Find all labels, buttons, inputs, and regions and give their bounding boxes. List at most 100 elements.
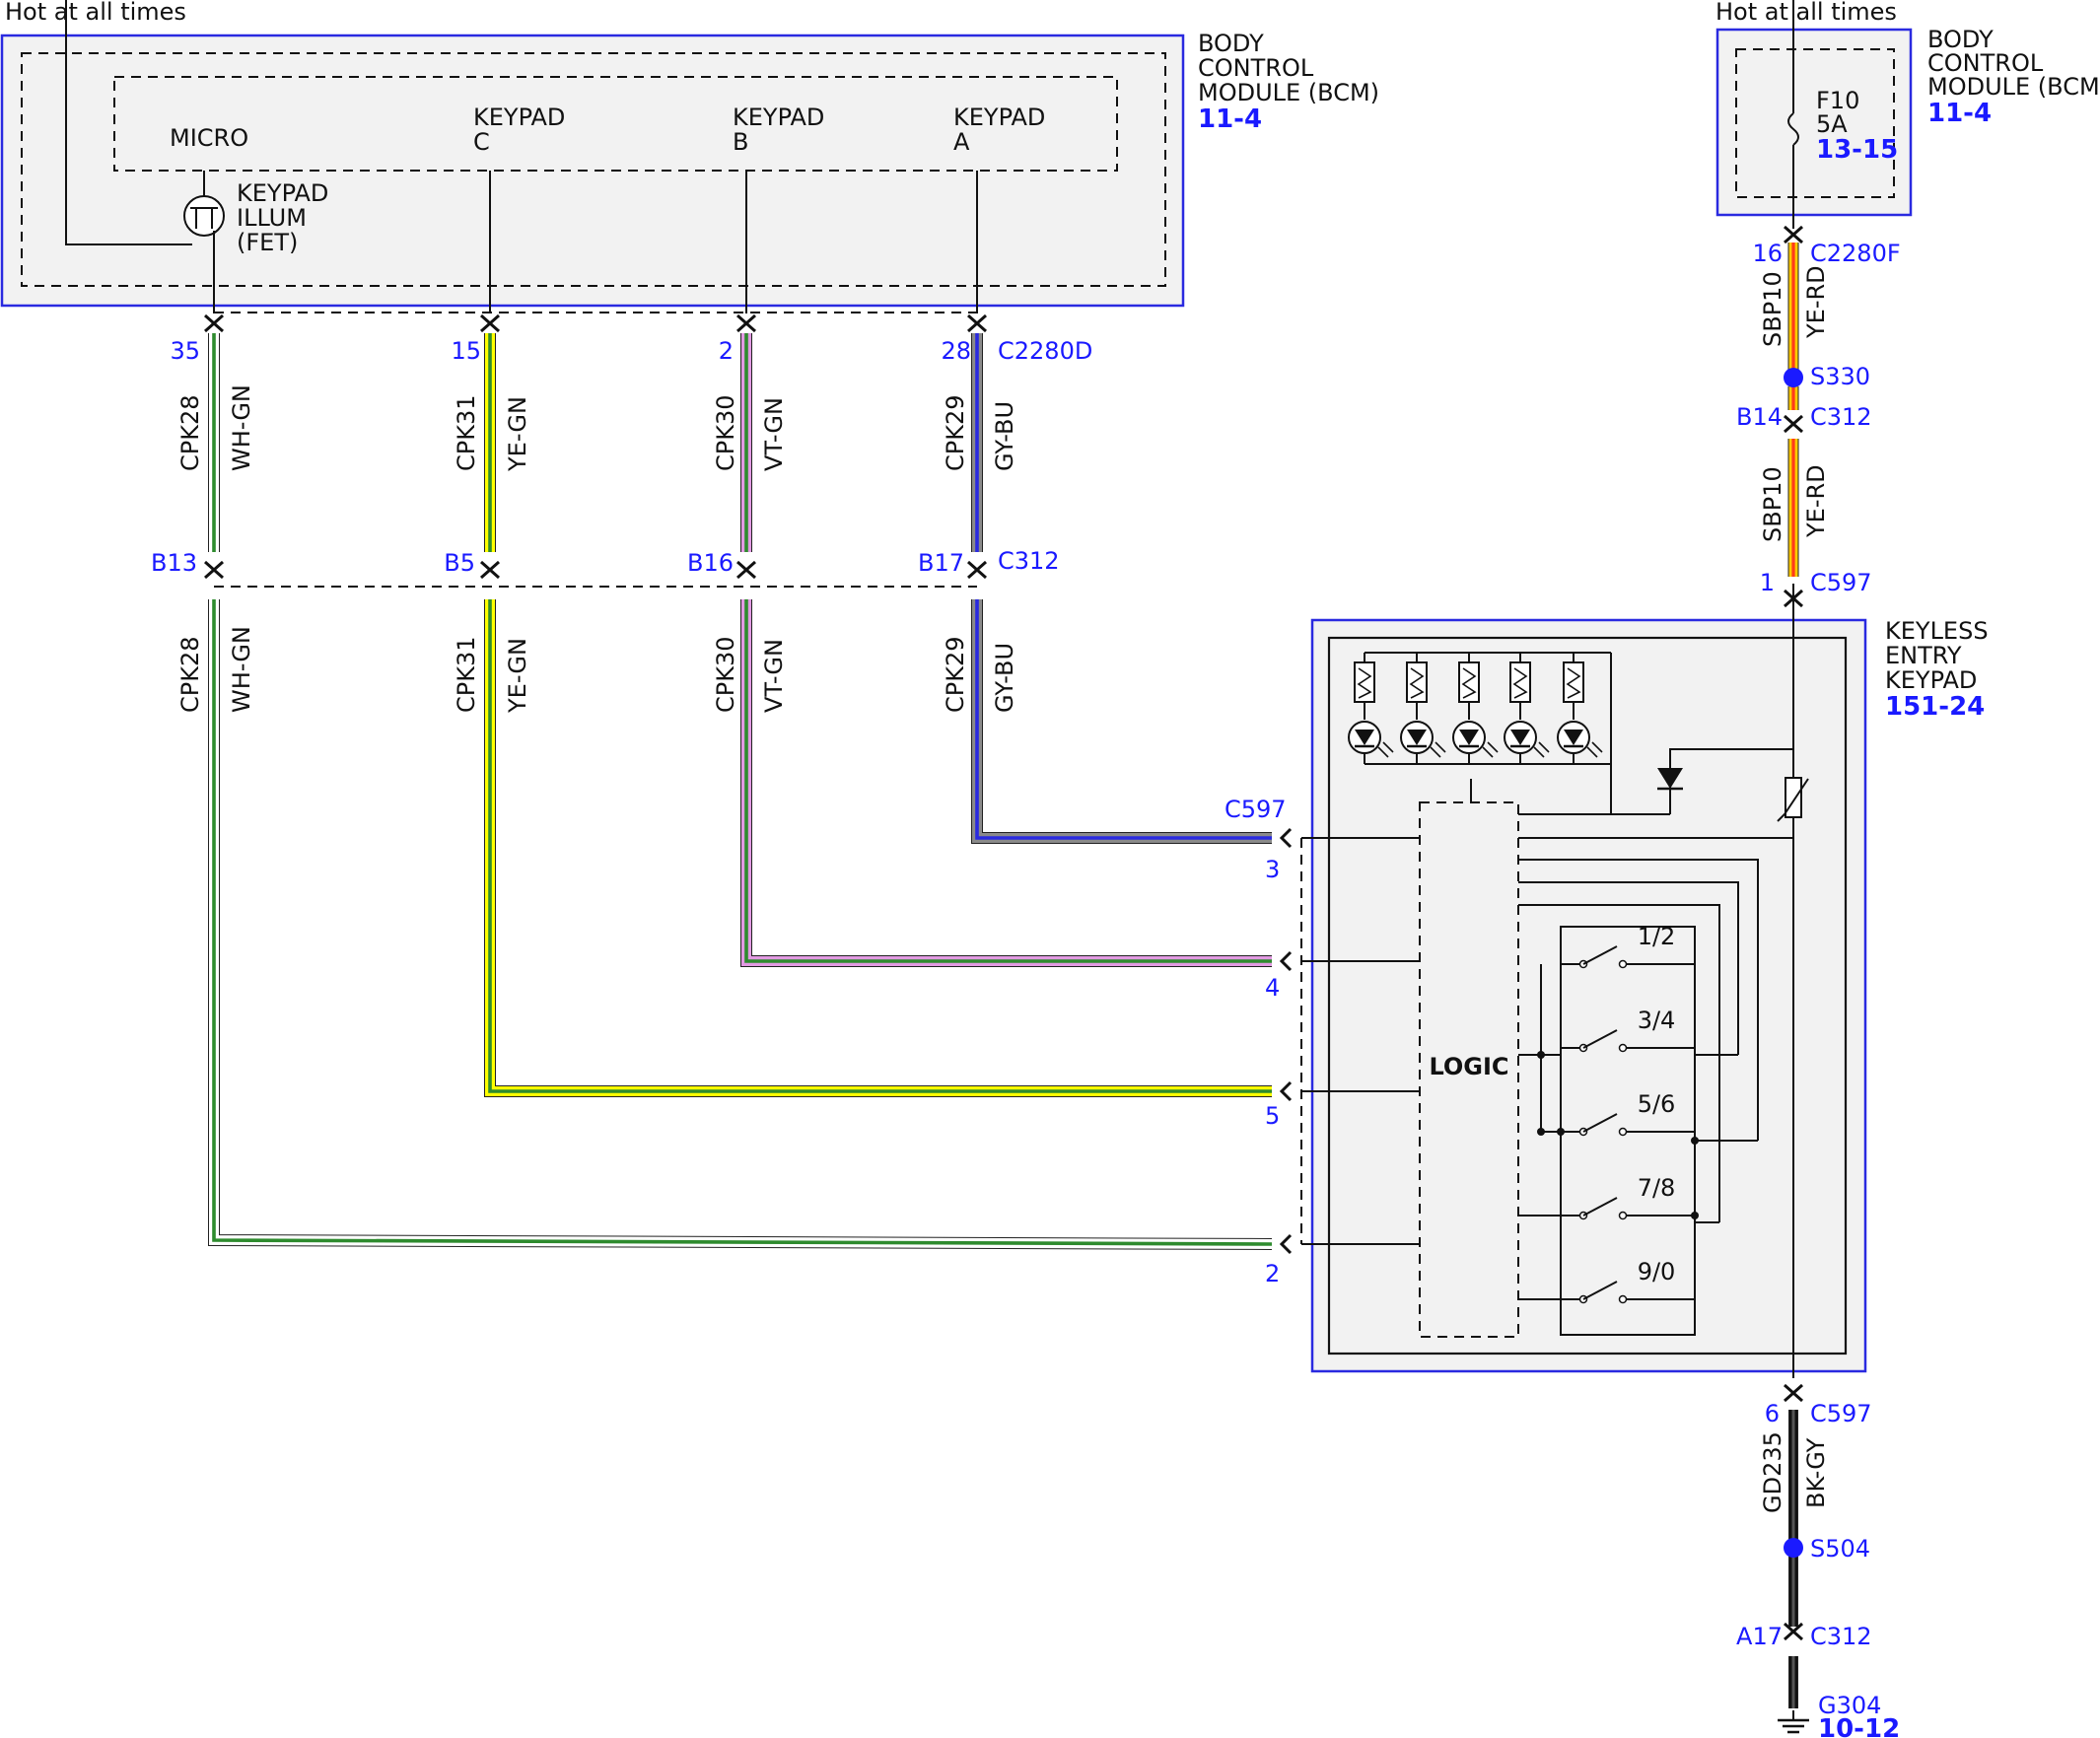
bcm-left-line1: BODY <box>1198 30 1264 57</box>
pin-b13: B13 <box>151 549 197 577</box>
resistor-icon <box>1563 661 1584 703</box>
pin-b17: B17 <box>918 549 964 577</box>
ground-icon <box>1778 1710 1809 1734</box>
splice-s504-dot <box>1784 1538 1803 1558</box>
connector-arrow-c312-a17 <box>1784 1622 1803 1641</box>
c2280f-pin-16: 16 <box>1752 240 1783 267</box>
resistor-icon <box>1509 661 1531 703</box>
fuse-name: F10 <box>1816 87 1859 114</box>
c597-pin-4: 4 <box>1265 974 1280 1002</box>
switch-label: 1/2 <box>1638 923 1676 950</box>
bcm-left-module <box>0 34 1185 308</box>
connector-arrow-c2280d-2 <box>736 313 756 333</box>
c597-pin-1: 1 <box>1760 569 1775 596</box>
connector-c2280d[interactable]: C2280D <box>998 337 1092 365</box>
color-vt-gn-lower: VT-GN <box>760 639 788 713</box>
connector-c597-bottom[interactable]: C597 <box>1810 1400 1872 1427</box>
fuse-f10-icon <box>1787 0 1799 229</box>
color-vt-gn-upper: VT-GN <box>760 397 788 471</box>
connector-arrow-c597-0 <box>1279 1233 1293 1255</box>
wire-cpk30-lower <box>740 599 1272 967</box>
pin-28: 28 <box>941 337 971 365</box>
connector-c312-left[interactable]: C312 <box>998 547 1060 575</box>
connector-arrow-c312-b14 <box>1784 414 1803 434</box>
connector-c597-top[interactable]: C597 <box>1810 569 1872 596</box>
led-resistor-1 <box>1348 653 1394 764</box>
fuse-rating: 5A <box>1816 110 1848 138</box>
color-wh-gn-upper: WH-GN <box>228 384 255 471</box>
fuse-ref[interactable]: 13-15 <box>1816 135 1898 165</box>
switch-label: 3/4 <box>1638 1007 1676 1034</box>
circuit-sbp10-upper: SBP10 <box>1759 271 1786 347</box>
keypad-module-ref[interactable]: 151-24 <box>1885 692 1985 722</box>
circuit-cpk30-upper: CPK30 <box>712 394 739 471</box>
led-resistor-2 <box>1400 653 1446 764</box>
hot-at-all-times-left: Hot at all times <box>5 0 186 26</box>
circuit-gd235: GD235 <box>1759 1431 1786 1513</box>
fet-symbol <box>183 171 225 237</box>
connector-c312-bottom[interactable]: C312 <box>1810 1623 1872 1650</box>
keypad-module-line1: KEYLESS <box>1885 617 1989 645</box>
keypad-switch-7-8: 7/8 <box>1561 1174 1695 1220</box>
pin-15: 15 <box>451 337 481 365</box>
switch-label: 7/8 <box>1638 1174 1676 1202</box>
splice-s330[interactable]: S330 <box>1810 363 1870 390</box>
c312-pin-a17: A17 <box>1736 1623 1783 1650</box>
bcm-right-line2: CONTROL <box>1927 49 2044 77</box>
connector-arrow-c597-2 <box>1279 950 1293 972</box>
connector-c2280f[interactable]: C2280F <box>1810 240 1901 267</box>
hot-at-all-times-right: Hot at all times <box>1715 0 1897 26</box>
wire-labels: 35 CPK28 WH-GN B13 CPK28 WH-GN 15 CPK31 … <box>151 337 1092 714</box>
keypad-switch-9-0: 9/0 <box>1561 1258 1695 1304</box>
junction-dot-3 <box>1691 1212 1699 1219</box>
keypad-b-line2: B <box>733 128 748 156</box>
bcm-left-line2: CONTROL <box>1198 54 1314 82</box>
circuit-cpk30-lower: CPK30 <box>712 636 739 713</box>
connector-arrow-c312-2 <box>736 560 756 580</box>
keypad-switch-3-4: 3/4 <box>1561 1007 1695 1053</box>
bcm-left-line3: MODULE (BCM) <box>1198 79 1379 106</box>
wire-cpk28-lower <box>208 599 1273 1250</box>
connector-arrow-c2280f <box>1784 225 1803 244</box>
color-gy-bu-upper: GY-BU <box>991 401 1018 471</box>
color-ye-gn-upper: YE-GN <box>504 396 531 472</box>
thermistor-icon <box>1777 777 1809 822</box>
pin-b16: B16 <box>687 549 734 577</box>
connector-c312-right[interactable]: C312 <box>1810 403 1872 431</box>
bcm-right-line1: BODY <box>1927 26 1994 53</box>
bcm-right-ref[interactable]: 11-4 <box>1927 99 1992 128</box>
connector-arrow-c2280d-1 <box>480 313 500 333</box>
junction-dot-2 <box>1691 1137 1699 1145</box>
resistor-icon <box>1458 661 1480 703</box>
circuit-sbp10-lower: SBP10 <box>1759 466 1786 542</box>
ground-g304[interactable]: G304 <box>1818 1692 1881 1719</box>
switch-label: 9/0 <box>1638 1258 1676 1286</box>
pin-b5: B5 <box>444 549 475 577</box>
color-bk-gy: BK-GY <box>1802 1437 1830 1508</box>
circuit-cpk31-lower: CPK31 <box>453 636 480 713</box>
keypad-switch-5-6: 5/6 <box>1561 1090 1695 1137</box>
color-ye-rd-upper: YE-RD <box>1802 265 1830 339</box>
circuit-cpk29-upper: CPK29 <box>942 394 969 471</box>
keypad-c-line2: C <box>473 128 490 156</box>
color-ye-rd-lower: YE-RD <box>1802 464 1830 538</box>
wire-layer <box>204 225 1803 1708</box>
pin-35: 35 <box>170 337 200 365</box>
connector-c597-left[interactable]: C597 <box>1225 796 1287 823</box>
bcm-left-ref[interactable]: 11-4 <box>1198 104 1262 134</box>
c597-pin-5: 5 <box>1265 1102 1280 1130</box>
led-resistor-5 <box>1557 653 1603 764</box>
led-resistor-3 <box>1452 653 1499 764</box>
connector-arrow-c597-1 <box>1279 1080 1293 1102</box>
fet-label-line1: KEYPAD <box>237 179 328 207</box>
wire-cpk29-lower <box>971 599 1272 844</box>
resistor-icon <box>1354 661 1375 703</box>
junction-dot-4 <box>1557 1128 1565 1136</box>
splice-s504[interactable]: S504 <box>1810 1535 1870 1563</box>
connector-arrow-c312-3 <box>967 560 987 580</box>
ground-ref[interactable]: 10-12 <box>1818 1714 1900 1738</box>
keypad-switch-1-2: 1/2 <box>1561 923 1695 969</box>
circuit-cpk28-upper: CPK28 <box>176 394 204 471</box>
c597-pin-6: 6 <box>1765 1400 1780 1427</box>
